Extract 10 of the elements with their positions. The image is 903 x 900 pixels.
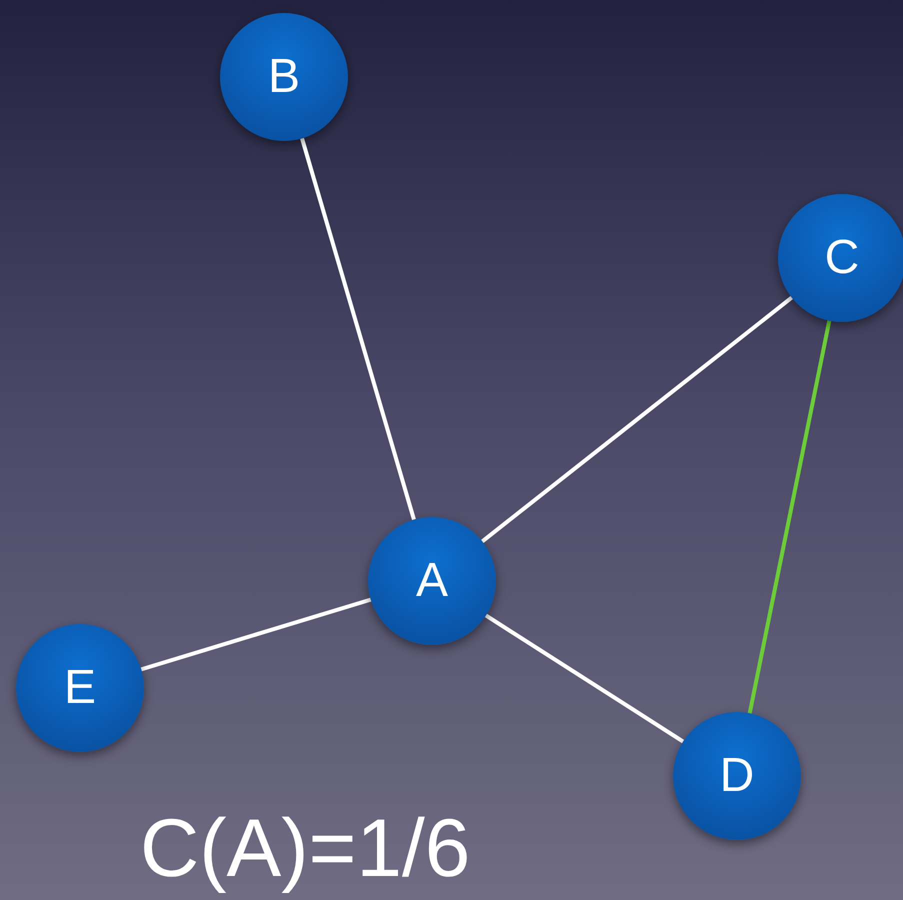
node-label: A — [416, 557, 448, 605]
connector-line — [481, 296, 793, 543]
node-label: D — [720, 752, 754, 800]
node-label: C — [824, 234, 860, 282]
node-label: B — [268, 53, 300, 101]
connector-line — [748, 320, 832, 714]
node-label: E — [64, 664, 96, 712]
connector-line — [140, 598, 372, 672]
connector-line — [484, 614, 684, 744]
connector-line — [300, 138, 416, 520]
